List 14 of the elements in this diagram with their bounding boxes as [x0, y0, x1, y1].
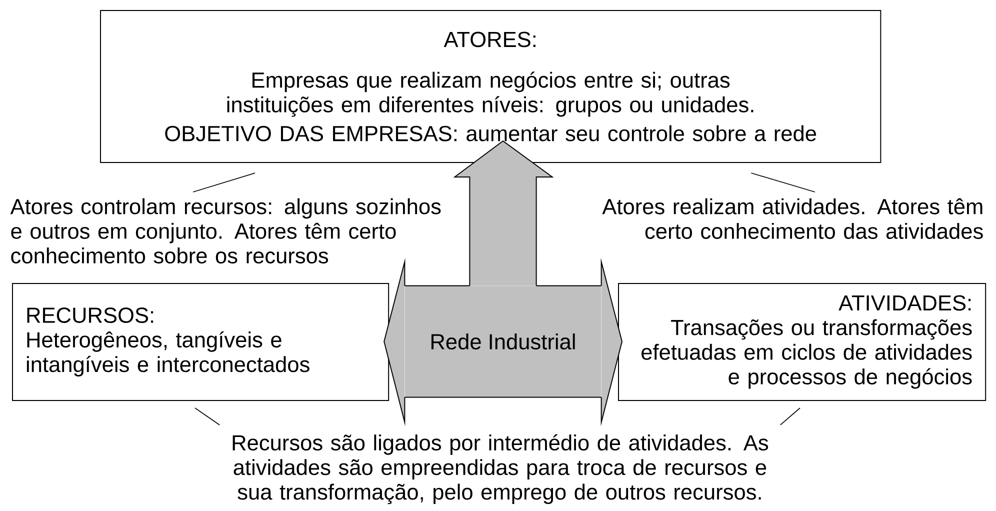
- leader-line: [780, 408, 800, 426]
- annotation-text: Atores controlam recursos: alguns sozinhos e outros em conjunto. Atores têm certo conhecimento sobre os recursos: [10, 198, 441, 264]
- text-box: RECURSOS: Heterogêneos, tangíveis e intangíveis e interconectados: [12, 283, 390, 401]
- block-arrow: [600, 258, 622, 426]
- block-arrow: [453, 140, 554, 286]
- text-box: ATORES: Empresas que realizam negócios entre si; outras instituições em diferentes níveis: grupos ou unidades. OBJETIVO DAS EMPRESAS: aumentar seu controle sobre a rede: [100, 10, 882, 164]
- leader-line: [194, 408, 220, 426]
- node-label: Rede Industrial: [431, 333, 575, 350]
- annotation-text: Atores realizam atividades. Atores têm certo conhecimento das atividades: [602, 198, 983, 239]
- leader-line: [192, 172, 256, 192]
- leader-line: [750, 172, 816, 192]
- annotation-text: Recursos são ligados por intermédio de atividades. As atividades são empreendidas para troca de recursos e sua transformação, pelo emprego de outros recursos.: [232, 434, 768, 504]
- text-box: ATIVIDADES: Transações ou transformações efetuadas em ciclos de atividades e processos de negócios: [618, 283, 986, 401]
- block-arrow: [384, 258, 406, 426]
